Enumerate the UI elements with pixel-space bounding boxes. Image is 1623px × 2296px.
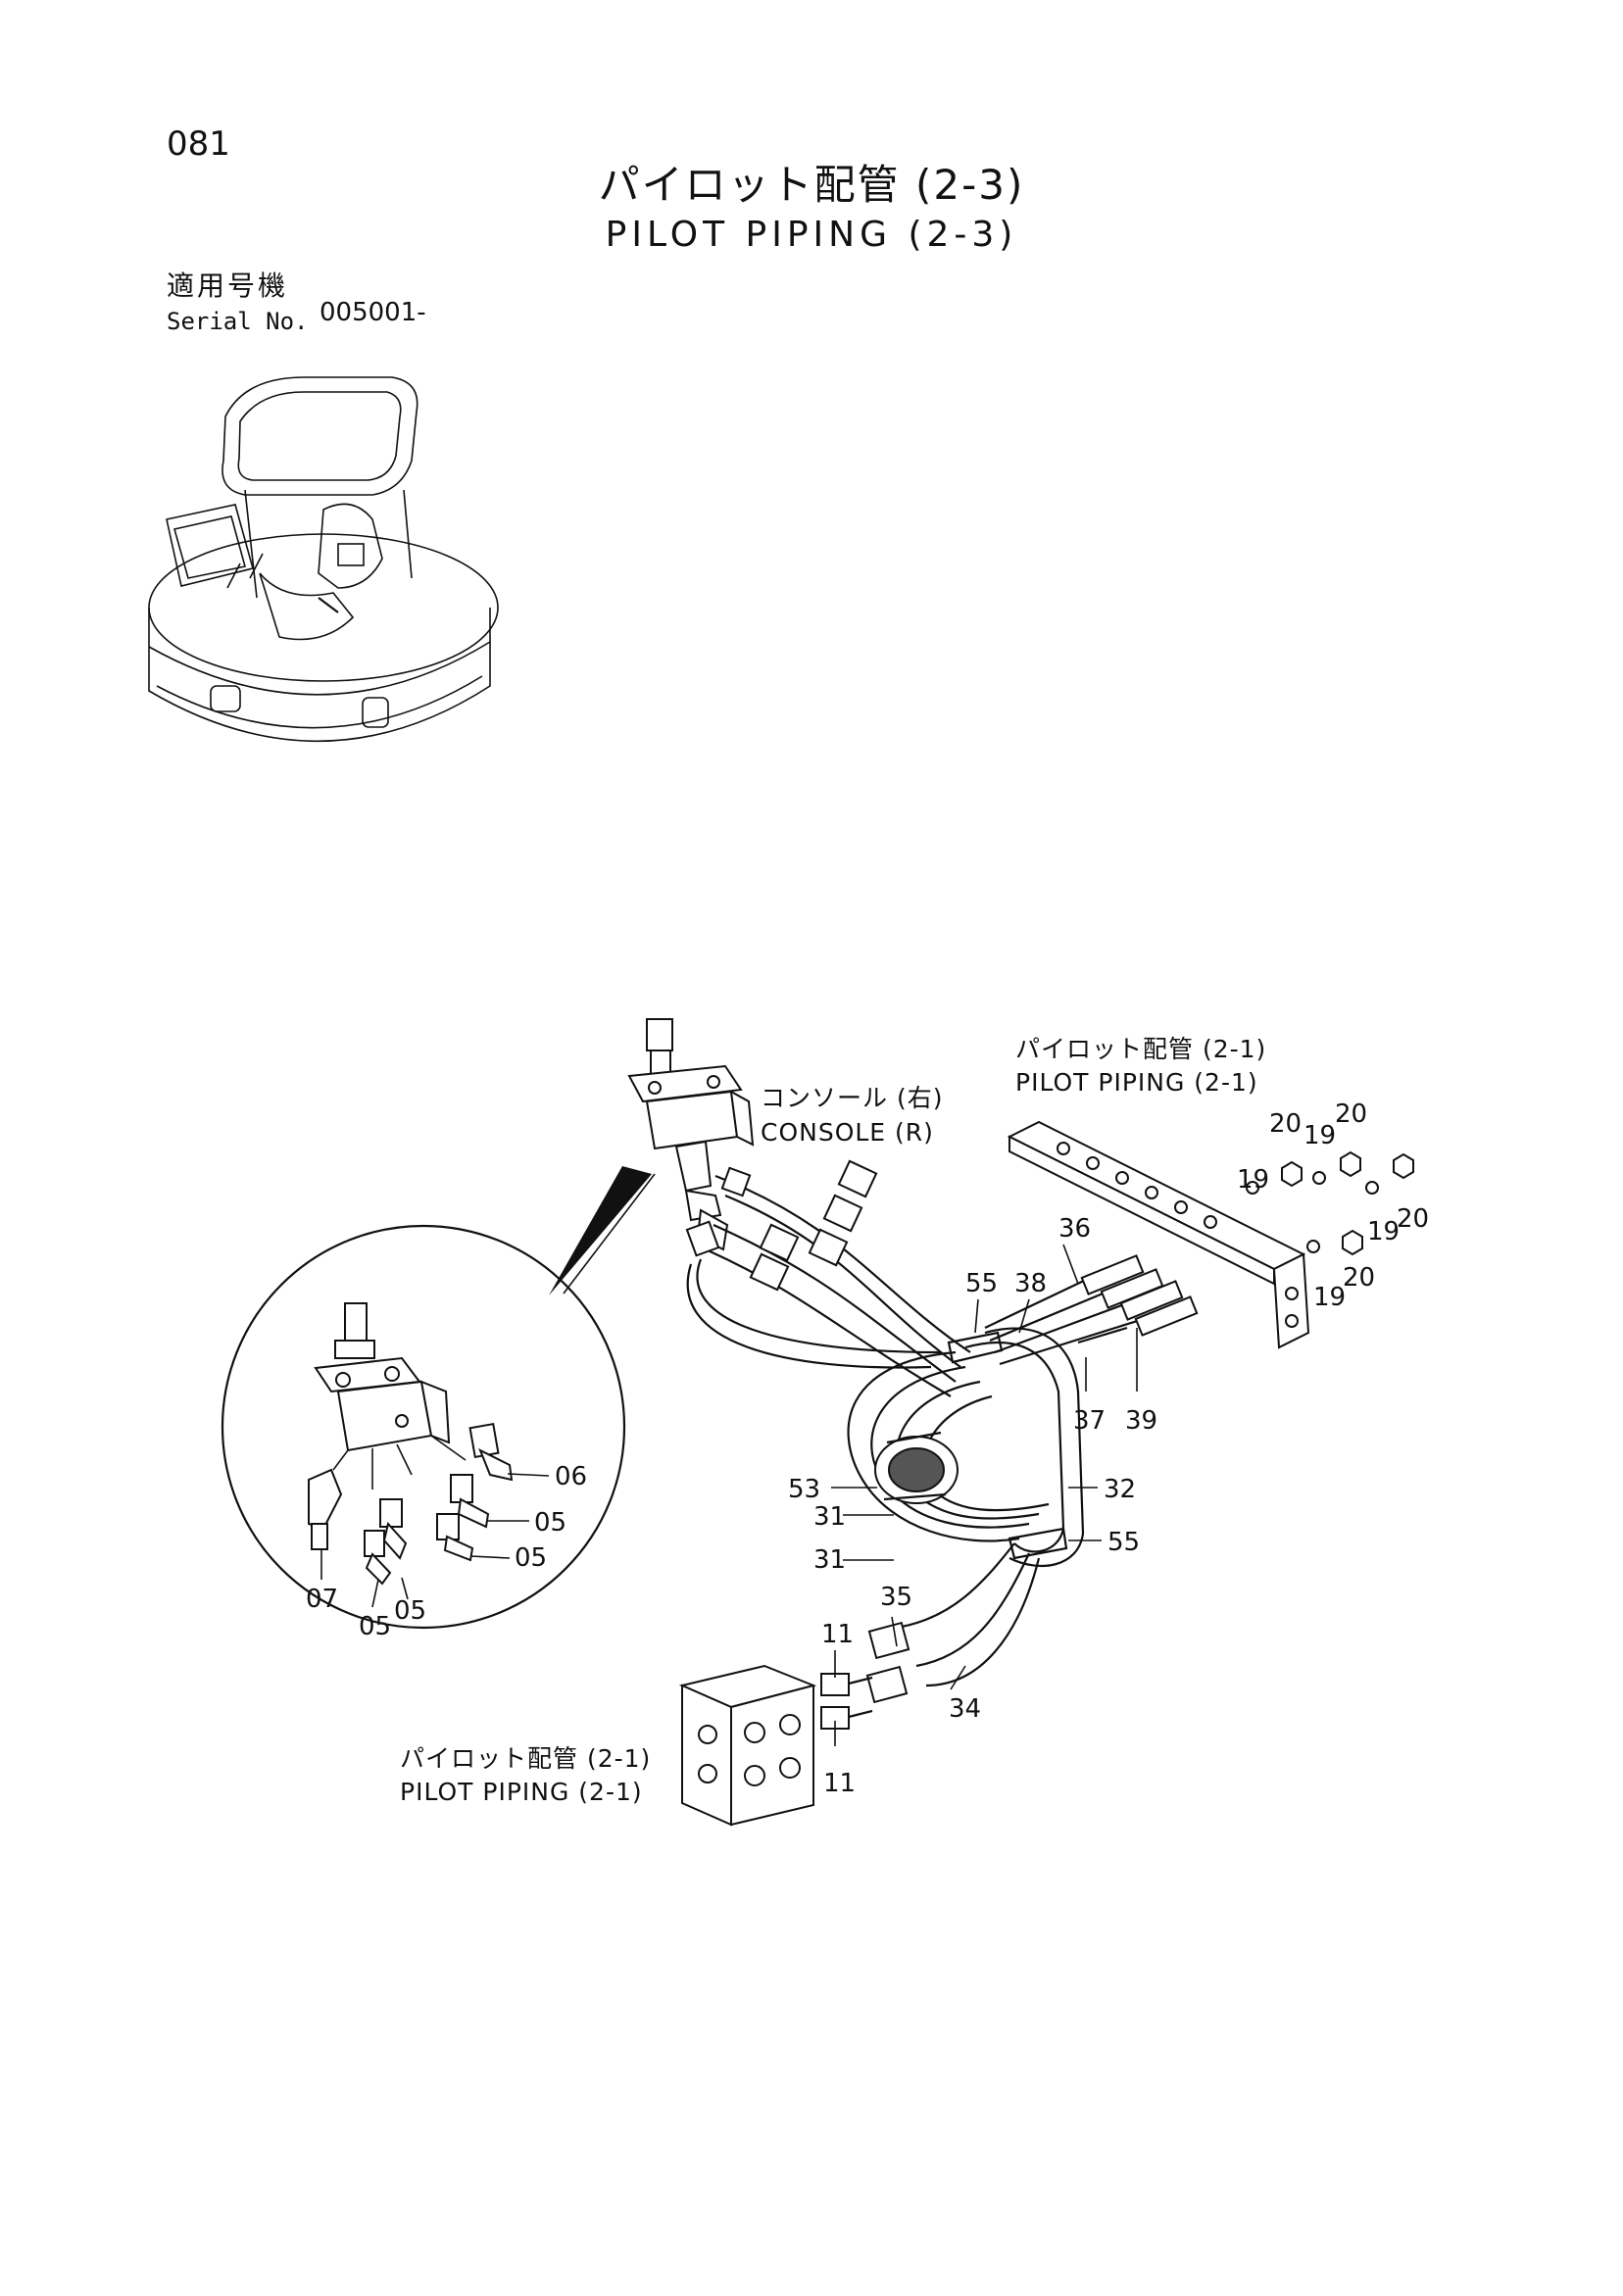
fitting-05-right	[450, 1474, 490, 1529]
part-label-20-b: 20	[1335, 1099, 1367, 1129]
top-reference-japanese: パイロット配管 (2-1)	[1015, 1035, 1267, 1063]
bottom-reference-english: PILOT PIPING (2-1)	[400, 1778, 643, 1806]
part-label-19-b: 19	[1303, 1121, 1336, 1150]
part-label-38: 38	[1014, 1269, 1047, 1298]
fitting-07	[308, 1468, 343, 1550]
leader-lines	[831, 1244, 1138, 1746]
hose-bundle	[685, 1159, 1085, 1704]
part-label-20-c: 20	[1397, 1204, 1429, 1234]
part-label-19-d: 19	[1313, 1283, 1346, 1312]
console-pilot-valve	[627, 1018, 755, 1251]
fitting-05-center	[436, 1513, 474, 1562]
part-label-19-a: 19	[1237, 1165, 1269, 1195]
part-label-11-top: 11	[821, 1620, 854, 1649]
part-label-05-center: 05	[394, 1596, 426, 1626]
page-number: 081	[167, 124, 230, 164]
bottom-reference-japanese: パイロット配管 (2-1)	[400, 1744, 652, 1773]
part-label-37: 37	[1073, 1406, 1106, 1436]
part-label-55-top: 55	[965, 1269, 998, 1298]
part-label-53: 53	[788, 1475, 820, 1504]
serial-label-english: Serial No.	[167, 308, 309, 335]
serial-label-japanese: 適用号機	[167, 269, 289, 302]
part-label-19-c: 19	[1367, 1217, 1400, 1246]
part-label-20-d: 20	[1343, 1263, 1375, 1293]
detail-magnifier	[221, 1166, 656, 1630]
part-label-32: 32	[1104, 1475, 1136, 1504]
part-label-31-a: 31	[813, 1502, 846, 1532]
mounting-bracket	[1007, 1120, 1414, 1349]
machine-overview-illustration	[148, 376, 499, 743]
fitting-06	[468, 1422, 514, 1482]
part-label-31-b: 31	[813, 1545, 846, 1575]
hoses-to-bracket	[984, 1254, 1199, 1366]
part-label-06: 06	[555, 1462, 587, 1491]
part-label-05-upper: 05	[534, 1508, 566, 1538]
part-label-39: 39	[1125, 1406, 1157, 1436]
part-label-05-lower: 05	[515, 1543, 547, 1573]
part-label-05-left: 05	[359, 1612, 391, 1641]
part-label-36: 36	[1058, 1214, 1091, 1244]
part-label-34: 34	[949, 1694, 981, 1724]
part-label-55-bottom: 55	[1107, 1528, 1140, 1557]
part-label-35: 35	[880, 1583, 912, 1612]
page-title-japanese: パイロット配管 (2-3)	[598, 161, 1025, 209]
part-number-labels: 19 20 19 20 19 20 19 20 36 55 38 37 39 3…	[306, 1099, 1429, 1798]
part-label-07: 07	[306, 1585, 338, 1614]
bottom-manifold-block	[678, 1664, 873, 1827]
page-title-english: PILOT PIPING (2-3)	[605, 215, 1018, 255]
part-label-20-a: 20	[1269, 1109, 1302, 1139]
part-label-11-bottom: 11	[823, 1769, 856, 1798]
serial-number-value: 005001-	[320, 298, 426, 327]
fitting-05-left	[364, 1498, 408, 1586]
console-label-japanese: コンソール (右)	[761, 1084, 944, 1112]
console-label-english: CONSOLE (R)	[761, 1118, 934, 1147]
top-reference-english: PILOT PIPING (2-1)	[1015, 1068, 1258, 1097]
